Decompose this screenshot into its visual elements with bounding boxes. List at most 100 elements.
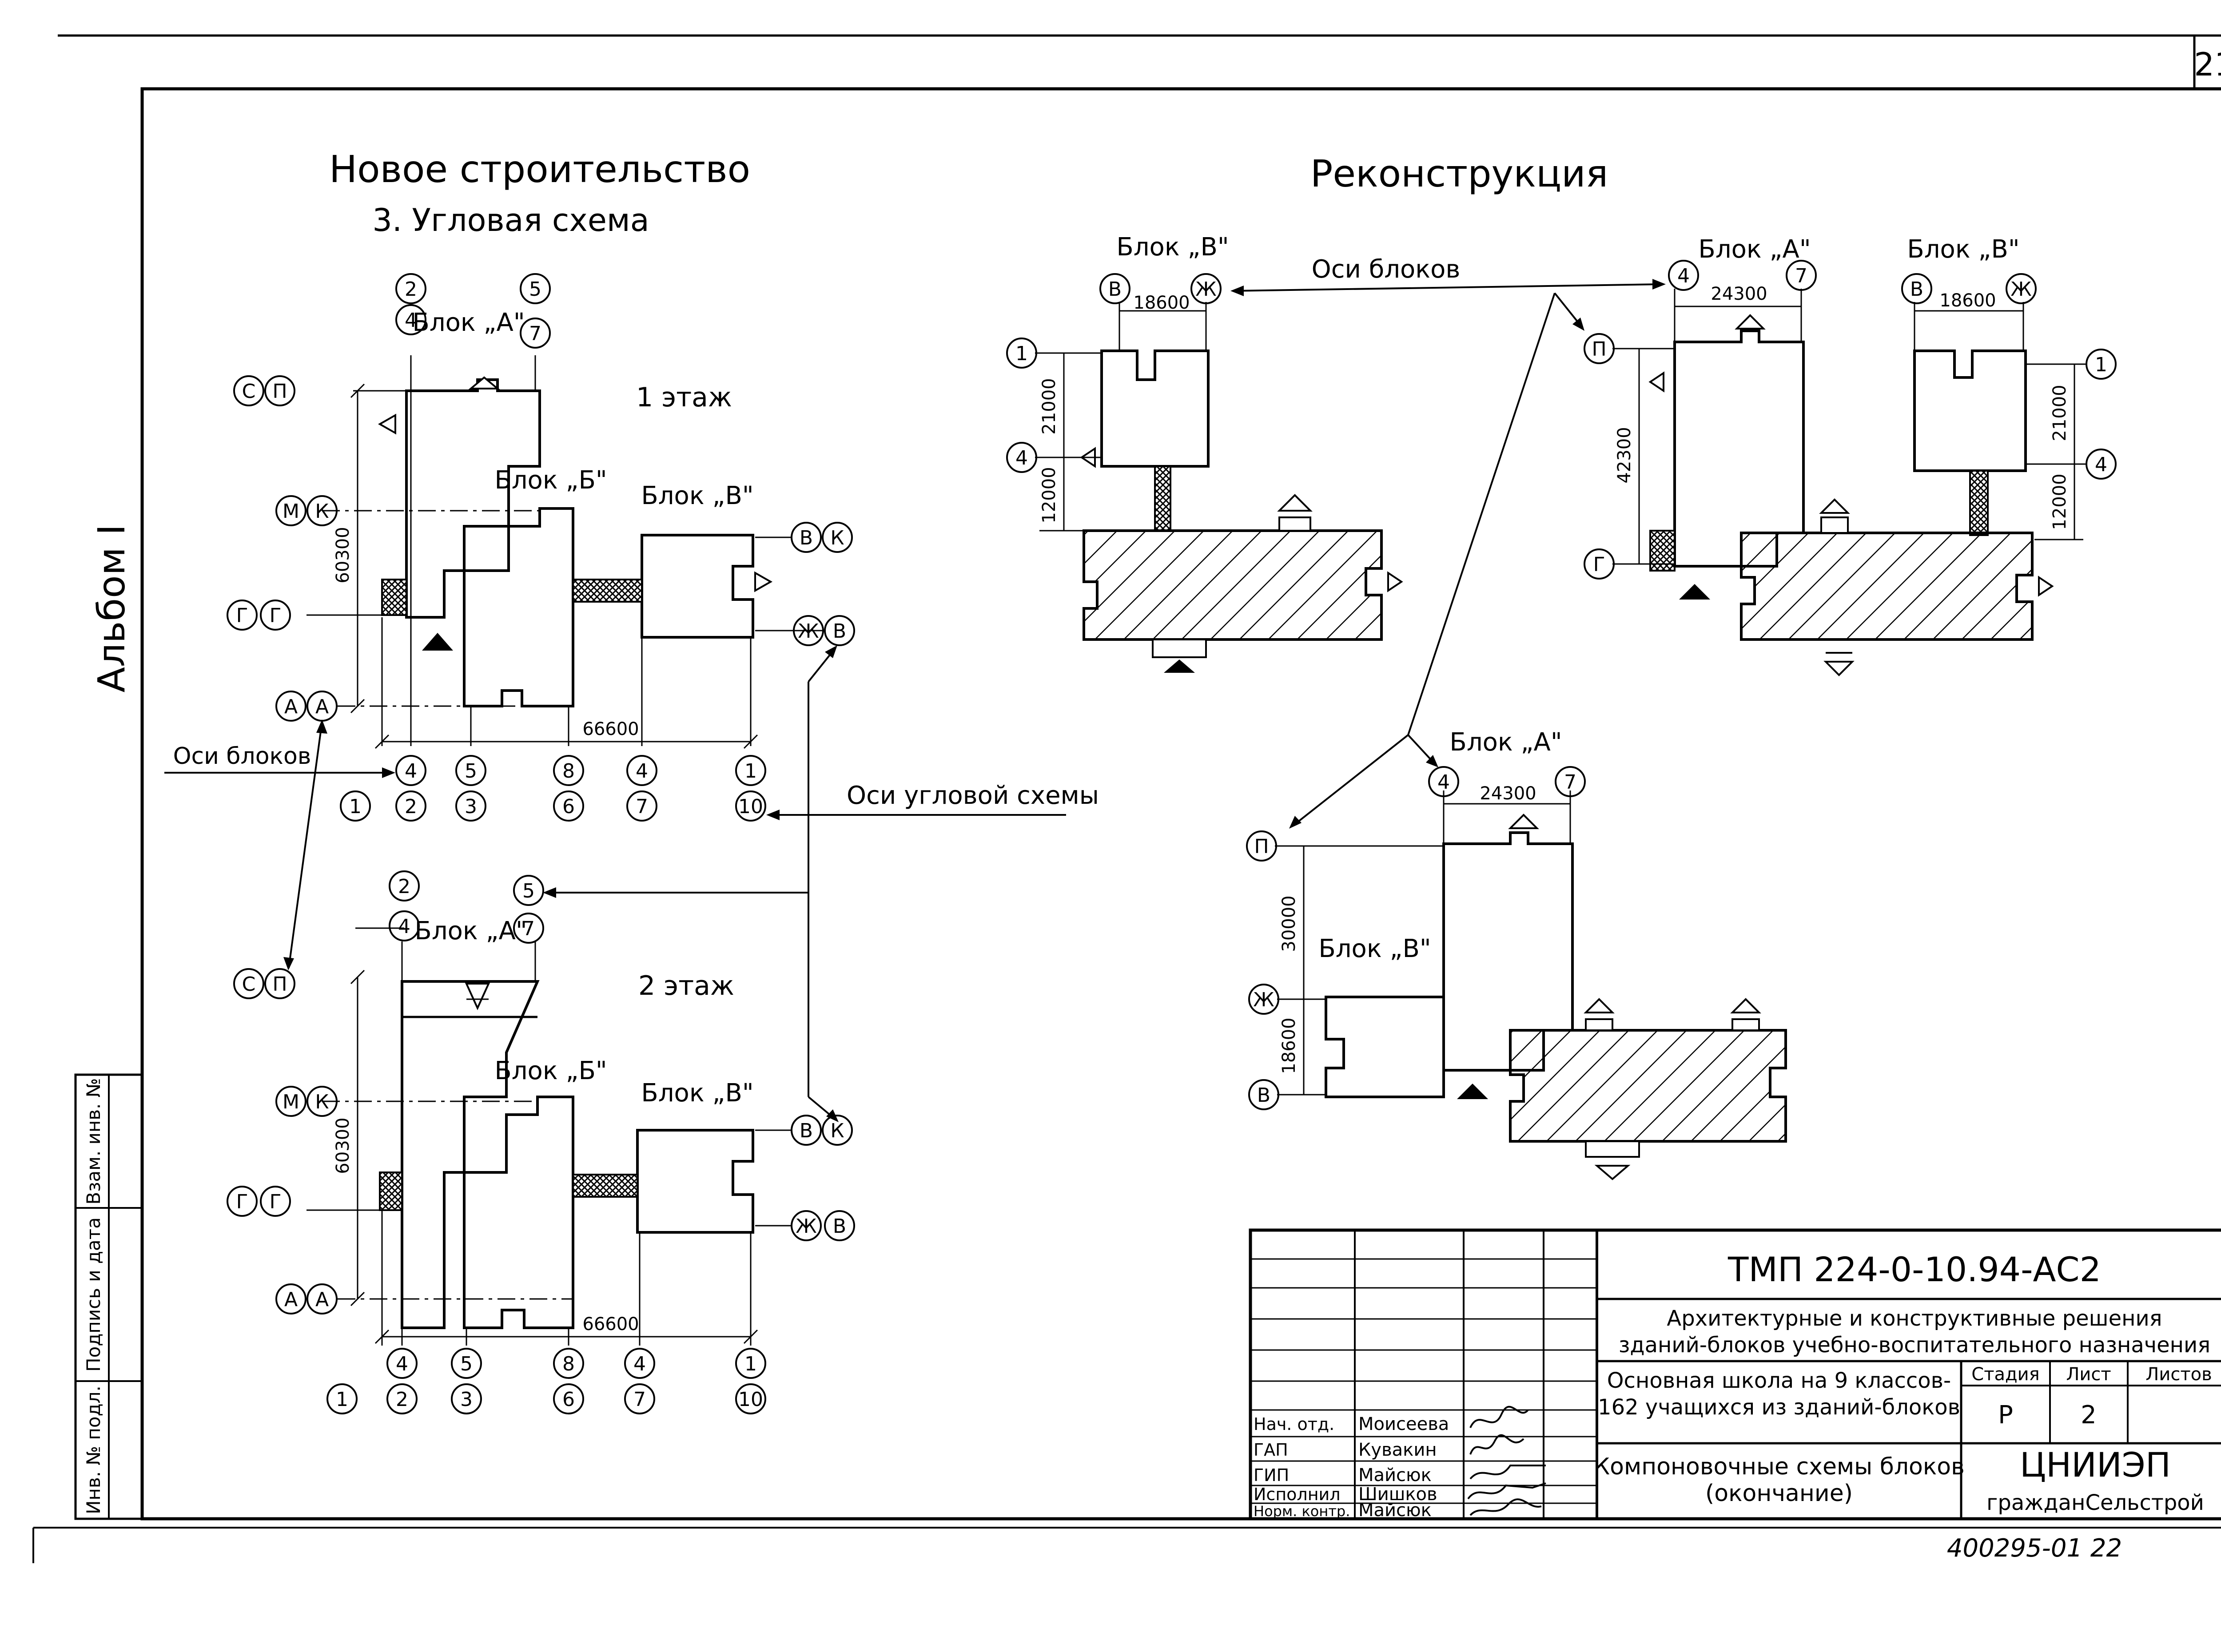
axis-bubble: Ж — [793, 615, 824, 646]
axis-bubble: В — [1901, 273, 1932, 304]
new-construction-title: Новое строительство — [329, 147, 750, 191]
axis-bubble: В — [791, 1115, 822, 1146]
svg-text:7: 7 — [636, 795, 648, 818]
axis-bubble: 7 — [1786, 260, 1817, 291]
name-cell: Шишков — [1358, 1484, 1437, 1505]
floor2-label: 2 этаж — [638, 970, 734, 1001]
svg-text:С: С — [242, 973, 256, 996]
scheme2-dim-v-width: 18600 — [1939, 290, 1996, 311]
sheet-header: Лист — [2066, 1364, 2111, 1385]
svg-text:3: 3 — [465, 795, 477, 818]
svg-text:В: В — [800, 1120, 813, 1142]
svg-text:Г: Г — [1593, 553, 1605, 576]
floor1-block-v-label: Блок „В" — [641, 481, 753, 510]
axis-bubble: 2 — [386, 1383, 418, 1414]
axis-bubble: 1 — [340, 790, 371, 822]
axis-bubble: 4 — [1428, 766, 1459, 797]
svg-text:В: В — [833, 1215, 846, 1238]
corner-axes-label: Оси угловой схемы — [847, 781, 1099, 810]
svg-text:С: С — [242, 380, 256, 403]
reconstruction-title: Реконструкция — [1310, 152, 1608, 195]
svg-text:Ж: Ж — [2010, 278, 2031, 301]
scheme1-axis-bubbles: В Ж 1 4 — [1006, 273, 1222, 473]
svg-text:Ж: Ж — [796, 1215, 816, 1238]
svg-text:В: В — [833, 620, 846, 643]
role-cell: ГАП — [1254, 1440, 1288, 1460]
floor2-block-v-label: Блок „В" — [641, 1079, 753, 1108]
svg-text:5: 5 — [529, 278, 541, 301]
scheme3-dim-lower: 18600 — [1279, 1017, 1299, 1074]
axis-bubble: П — [1584, 333, 1615, 364]
svg-text:4: 4 — [633, 1353, 646, 1375]
axis-bubble: 5 — [455, 755, 486, 786]
axis-bubble: 7 — [1555, 766, 1586, 797]
svg-text:7: 7 — [1795, 265, 1807, 287]
svg-text:Г: Г — [270, 604, 282, 627]
svg-text:7: 7 — [529, 322, 541, 345]
axis-bubble: 4 — [389, 910, 420, 941]
scheme2-dim-lower: 12000 — [2050, 473, 2070, 530]
svg-text:3: 3 — [460, 1388, 473, 1411]
svg-text:8: 8 — [562, 1353, 575, 1375]
axis-bubble: В — [1248, 1079, 1279, 1110]
reconstruction-leaders — [1230, 279, 1666, 829]
svg-text:7: 7 — [1564, 771, 1576, 794]
svg-text:М: М — [283, 500, 299, 523]
floor2-block-b-label: Блок „Б" — [494, 1056, 607, 1085]
svg-text:1: 1 — [1015, 342, 1028, 365]
sheet-frame — [32, 34, 2221, 1563]
scheme2-axis-bubbles: 4 7 В Ж П Г 1 4 — [1584, 260, 2117, 580]
svg-text:1: 1 — [349, 795, 362, 818]
floor2-dim-height: 60300 — [333, 1117, 353, 1174]
stamp-inv-no: Инв. № подл. — [83, 1386, 104, 1514]
svg-text:4: 4 — [2095, 453, 2107, 476]
axis-bubble: П — [264, 968, 295, 999]
handwritten-signatures — [1467, 1406, 1546, 1516]
axis-bubble: 4 — [1006, 442, 1037, 473]
role-cell: Норм. контр. — [1254, 1503, 1350, 1520]
title-block-object-1: Основная школа на 9 классов- — [1607, 1368, 1951, 1393]
axis-bubble: 4 — [1668, 260, 1699, 291]
name-cell: Майсюк — [1358, 1500, 1432, 1521]
axis-bubble: 7 — [513, 913, 544, 944]
scheme3-dim-height: 30000 — [1279, 895, 1299, 952]
svg-text:Ж: Ж — [798, 620, 819, 643]
svg-text:8: 8 — [562, 760, 575, 782]
svg-text:2: 2 — [405, 795, 417, 818]
axis-bubble: Г — [1584, 548, 1615, 580]
scheme1-block-label: Блок „В" — [1116, 233, 1229, 262]
svg-text:6: 6 — [562, 1388, 575, 1411]
axis-bubble: П — [264, 375, 295, 406]
role-cell: ГИП — [1254, 1465, 1289, 1485]
title-block-desc-2: зданий-блоков учебно-воспитательного наз… — [1619, 1333, 2210, 1358]
svg-text:П: П — [272, 380, 287, 403]
axis-bubble: А — [275, 1283, 306, 1314]
reconstruction-scheme2 — [1612, 289, 2086, 676]
axis-bubble: В — [824, 1210, 855, 1241]
reconstruction-scheme1 — [1035, 302, 1403, 673]
scheme1-dim-height: 21000 — [1039, 378, 1059, 434]
svg-text:5: 5 — [460, 1353, 473, 1375]
floor1-dim-width: 66600 — [582, 719, 639, 739]
scheme2-dim-v-height: 21000 — [2050, 385, 2070, 441]
organization-name-2: гражданСельстрой — [1986, 1490, 2204, 1515]
scheme1-dim-width: 18600 — [1133, 293, 1190, 313]
axis-bubble: 4 — [626, 755, 657, 786]
axis-bubble: 4 — [386, 1348, 418, 1379]
svg-text:2: 2 — [405, 278, 417, 301]
floor2-dim-width: 66600 — [582, 1314, 639, 1334]
svg-text:1: 1 — [2095, 353, 2107, 376]
floor1-plan — [306, 355, 824, 749]
title-block-desc-1: Архитектурные и конструктивные решения — [1667, 1306, 2162, 1331]
svg-text:1: 1 — [744, 1353, 757, 1375]
axis-bubble: 1 — [735, 755, 766, 786]
side-stamp — [74, 1073, 143, 1520]
axis-bubble: 1 — [2086, 349, 2117, 380]
axis-bubble: 2 — [389, 870, 420, 901]
svg-text:4: 4 — [405, 309, 417, 332]
axis-bubble: 5 — [513, 875, 544, 906]
reconstruction-scheme3 — [1275, 790, 1787, 1180]
axis-bubble: 1 — [1006, 338, 1037, 369]
title-block-sheet-title-2: (окончание) — [1705, 1480, 1853, 1507]
